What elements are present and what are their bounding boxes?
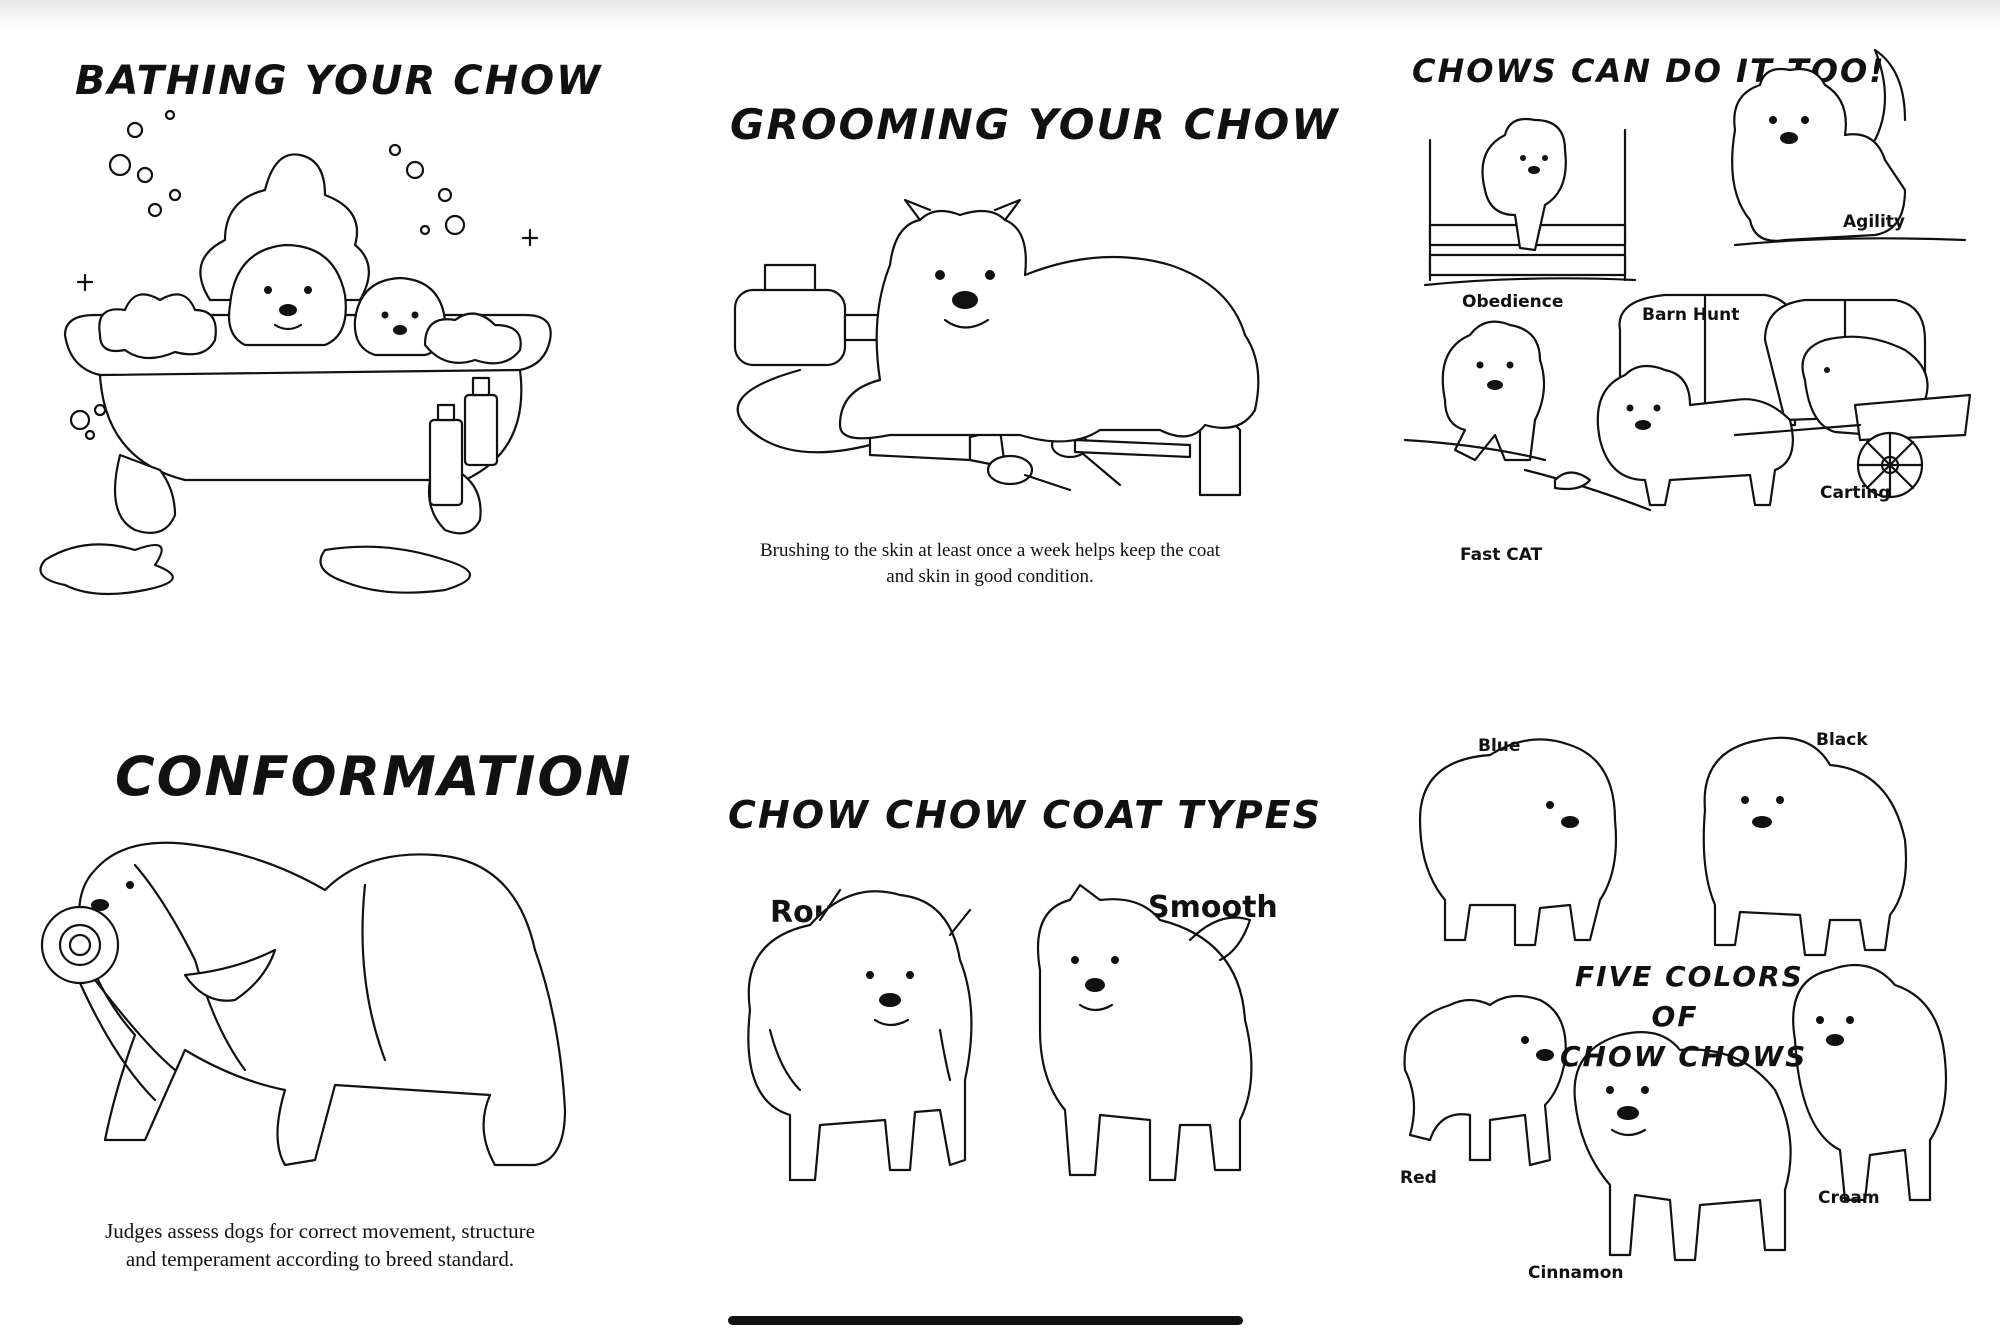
show-dog-illustration-icon [35, 830, 595, 1200]
label-blue: Blue [1478, 736, 1521, 756]
grooming-tools-illustration-icon [720, 205, 1280, 515]
bathtub-illustration-icon [25, 120, 585, 620]
conformation-caption-line1: Judges assess dogs for correct movement,… [105, 1219, 535, 1243]
bathing-title: BATHING YOUR CHOW [75, 58, 603, 104]
colors-title-line3: CHOW CHOWS [1560, 1040, 1808, 1073]
label-cream: Cream [1818, 1188, 1880, 1208]
colors-title-line1: FIVE COLORS [1575, 960, 1804, 993]
label-barn-hunt: Barn Hunt [1642, 305, 1740, 325]
grooming-title: GROOMING YOUR CHOW [730, 100, 1340, 149]
label-agility: Agility [1843, 212, 1906, 232]
label-cinnamon: Cinnamon [1528, 1263, 1624, 1283]
conformation-caption-line2: and temperament according to breed stand… [125, 1247, 515, 1272]
coat-types-title: CHOW CHOW COAT TYPES [728, 793, 1323, 837]
conformation-caption: Judges assess dogs for correct movement,… [20, 1217, 620, 1274]
five-colors-illustration-icon [1400, 730, 1960, 1290]
conformation-title: CONFORMATION [115, 745, 633, 808]
home-indicator-bar[interactable] [728, 1316, 1243, 1325]
top-shadow [0, 0, 2000, 30]
coat-types-illustration-icon [720, 880, 1280, 1210]
label-red: Red [1400, 1168, 1437, 1188]
label-black: Black [1816, 730, 1868, 750]
grooming-caption: Brushing to the skin at least once a wee… [700, 538, 1280, 589]
colors-title-line2: OF [1651, 1000, 1699, 1033]
grooming-caption-line2: and skin in good condition. [886, 565, 1094, 587]
label-carting: Carting [1820, 483, 1891, 503]
dog-sports-illustration-icon [1405, 40, 1975, 620]
label-fast-cat: Fast CAT [1460, 545, 1543, 565]
label-obedience: Obedience [1462, 292, 1564, 312]
label-smooth: Smooth [1148, 890, 1278, 925]
grooming-caption-line1: Brushing to the skin at least once a wee… [759, 540, 1221, 561]
